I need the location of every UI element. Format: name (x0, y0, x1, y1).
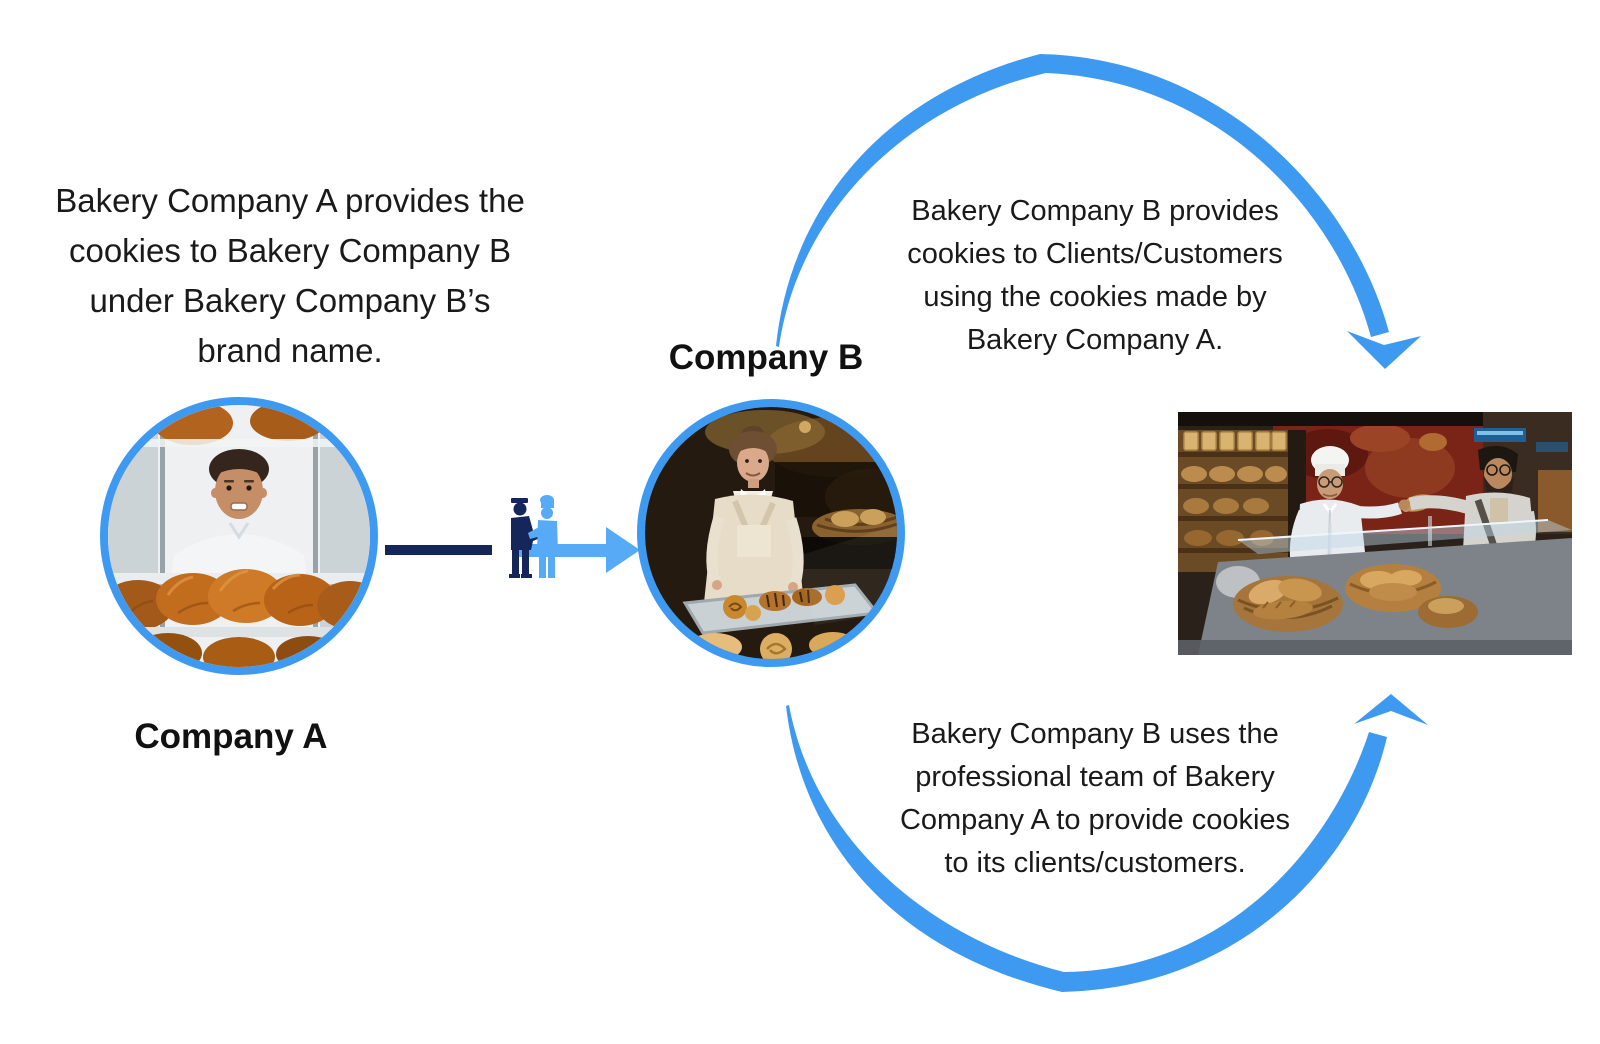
note-line: cookies to Clients/Customers (907, 238, 1283, 270)
left-bread-shelves (1178, 430, 1288, 572)
note-line: Bakery Company A. (966, 324, 1224, 356)
company-b-photo (637, 399, 905, 667)
baker-coat (170, 522, 308, 583)
company-b-label: Company B (668, 338, 864, 377)
company-a-photo-illustration (108, 405, 370, 667)
pastry-tray (682, 583, 880, 635)
note-line: cookies to Bakery Company B (68, 232, 512, 269)
assistant-figure (703, 426, 805, 612)
note-line: professional team of Bakery (915, 761, 1275, 793)
note-line: to its clients/customers. (944, 847, 1246, 879)
note-line: brand name. (197, 332, 383, 369)
note-line: Bakery Company B provides (911, 195, 1279, 227)
counter-breads (1178, 538, 1572, 655)
navy-line (385, 545, 492, 555)
arc-clients-to-b (786, 694, 1428, 992)
arc-b-to-clients-arrowhead-icon (1347, 331, 1421, 369)
note-line: Bakery Company B uses the (911, 718, 1279, 750)
partnership-people-icon (509, 495, 558, 578)
arc-clients-to-b-arrowhead-icon (1354, 694, 1428, 725)
note-line: using the cookies made by (923, 281, 1267, 313)
company-a-label: Company A (134, 717, 328, 756)
company-a-note: Bakery Company A provides the cookies to… (30, 176, 550, 376)
b-to-clients-note: Bakery Company B provides cookies to Cli… (875, 190, 1315, 362)
note-line: Company A to provide cookies (899, 804, 1291, 836)
counter-glass (1237, 516, 1572, 554)
company-a-photo (100, 397, 378, 675)
clients-photo-illustration (1178, 412, 1572, 655)
company-b-photo-illustration (645, 407, 897, 659)
person-silhouette-blue (528, 495, 558, 578)
note-line: Bakery Company A provides the (55, 182, 525, 219)
baker-face (209, 449, 269, 519)
right-arrow-icon (512, 527, 640, 573)
clients-photo (1178, 412, 1572, 655)
a-to-b-connector (385, 495, 640, 578)
arc-b-to-clients (776, 54, 1421, 369)
note-line: under Bakery Company B’s (89, 282, 491, 319)
clients-to-b-note: Bakery Company B uses the professional t… (875, 713, 1315, 885)
